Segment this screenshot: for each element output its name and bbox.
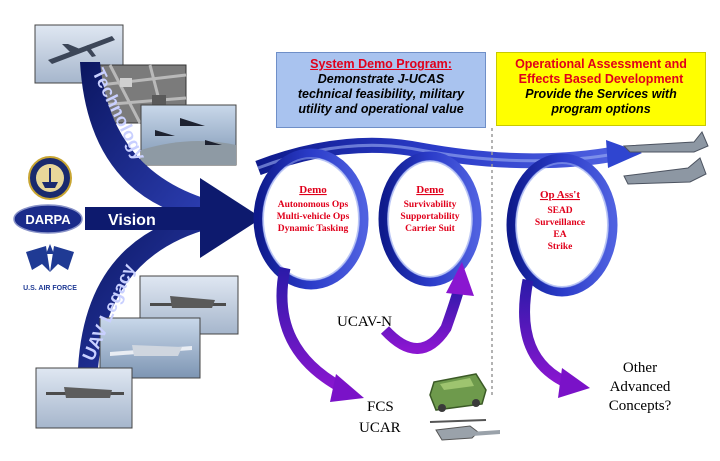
loop-1-title: Demo [299,184,327,196]
loop-2-item: Supportability [400,212,459,222]
loop-1-item: Autonomous Ops [278,200,349,210]
op-assessment-line: program options [551,102,651,116]
ucav-aircraft-top [622,131,709,153]
ucav-n-branch-arrow [380,262,474,354]
op-assessment-line: Provide the Services with [525,87,677,101]
other-label: Other [623,360,657,376]
loop-1 [253,148,369,290]
loop-2-item: Carrier Suit [405,224,456,234]
system-demo-box: System Demo Program: Demonstrate J-UCAS … [276,52,486,128]
ucar-helicopter-icon [429,419,500,441]
loop-3-item: SEAD [547,206,572,216]
op-assessment-title: Operational Assessment and [515,57,687,71]
loop-3-item: Strike [548,242,573,252]
loop-3-item: EA [553,230,566,240]
loop-2 [378,151,482,287]
system-demo-line: utility and operational value [298,102,464,116]
usaf-logo-icon [26,244,74,272]
advanced-label: Advanced [610,379,671,395]
vision-label: Vision [108,212,156,229]
ucar-label: UCAR [359,420,401,436]
vision-arrow [85,178,262,258]
fcs-branch-arrow [276,266,364,402]
loop-1-item: Multi-vehicle Ops [277,212,350,222]
fcs-label: FCS [367,399,394,415]
loop-3-item: Surveillance [535,218,585,228]
system-demo-line: Demonstrate J-UCAS [317,72,445,86]
loop-3-title: Op Ass't [540,189,580,201]
technology-arrow [80,62,210,222]
system-demo-title: System Demo Program: [310,57,452,71]
usaf-label: U.S. AIR FORCE [23,285,77,292]
photo-flying-uavs [140,104,237,166]
navy-seal-icon [28,156,72,200]
fcs-vehicle-icon [429,373,487,412]
loop-2-title: Demo [416,184,444,196]
photo-missile [34,24,124,84]
ucav-n-label: UCAV-N [337,314,392,330]
loop-2-item: Survivability [404,200,457,210]
loop-1-item: Dynamic Tasking [278,224,349,234]
system-demo-line: technical feasibility, military [297,87,465,101]
concepts-label: Concepts? [609,398,672,414]
op-assessment-box: Operational Assessment and Effects Based… [496,52,706,126]
op-assessment-title: Effects Based Development [518,72,684,86]
loop-3 [506,153,618,297]
photo-predator-2 [35,367,133,429]
darpa-logo [13,204,83,234]
other-branch-arrow [519,278,590,398]
ucav-aircraft-bottom [623,157,707,185]
darpa-label: DARPA [25,212,71,227]
